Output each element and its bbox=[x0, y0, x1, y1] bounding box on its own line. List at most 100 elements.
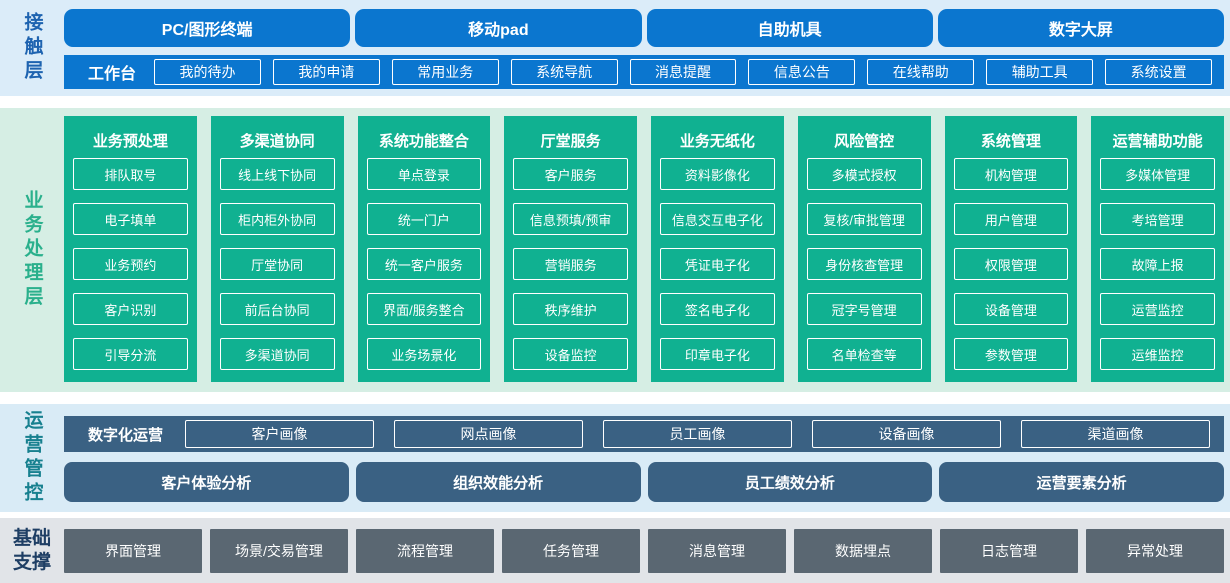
module-item: 单点登录 bbox=[366, 158, 482, 190]
module-column-title: 系统功能整合 bbox=[378, 133, 469, 150]
module-item: 设备监控 bbox=[513, 338, 628, 370]
module-item: 秩序维护 bbox=[513, 293, 628, 325]
foundation-item: 任务管理 bbox=[502, 528, 640, 573]
module-column: 业务预处理 排队取号电子填单业务预约客户识别引导分流 bbox=[64, 116, 197, 382]
workbench-bar: 工作台 我的待办我的申请常用业务系统导航消息提醒信息公告在线帮助辅助工具系统设置 bbox=[64, 55, 1224, 89]
channel-button: 移动pad bbox=[355, 9, 642, 47]
operations-layer-content: 数字化运营 客户画像网点画像员工画像设备画像渠道画像 客户体验分析组织效能分析员… bbox=[64, 404, 1230, 512]
module-items: 资料影像化信息交互电子化凭证电子化签名电子化印章电子化 bbox=[660, 158, 775, 370]
module-item: 多模式授权 bbox=[806, 158, 922, 190]
module-column-title: 厅堂服务 bbox=[540, 133, 601, 150]
module-item: 业务预约 bbox=[73, 248, 188, 280]
foundation-items: 界面管理场景/交易管理流程管理任务管理消息管理数据埋点日志管理异常处理 bbox=[64, 518, 1230, 583]
module-column: 风险管控 多模式授权复核/审批管理身份核查管理冠字号管理名单检查等 bbox=[797, 116, 931, 382]
workbench-item: 信息公告 bbox=[748, 59, 856, 85]
section-business-layer: 业务处理层 业务预处理 排队取号电子填单业务预约客户识别引导分流 多渠道协同 线… bbox=[0, 108, 1230, 392]
module-item: 复核/审批管理 bbox=[806, 203, 922, 235]
module-items: 线上线下协同柜内柜外协同厅堂协同前后台协同多渠道协同 bbox=[219, 158, 335, 370]
module-item: 运营监控 bbox=[1100, 293, 1215, 325]
business-layer-label: 业务处理层 bbox=[21, 190, 43, 310]
portrait-item: 设备画像 bbox=[812, 420, 1002, 448]
analysis-button: 员工绩效分析 bbox=[647, 462, 933, 502]
portrait-item: 渠道画像 bbox=[1021, 420, 1211, 448]
analysis-row: 客户体验分析组织效能分析员工绩效分析运营要素分析 bbox=[64, 462, 1224, 502]
workbench-item: 常用业务 bbox=[391, 59, 499, 85]
section-divider bbox=[0, 392, 1230, 404]
module-item: 信息交互电子化 bbox=[660, 203, 775, 235]
module-item: 参数管理 bbox=[953, 338, 1069, 370]
module-item: 排队取号 bbox=[73, 158, 188, 190]
section-divider bbox=[0, 96, 1230, 108]
module-item: 设备管理 bbox=[953, 293, 1069, 325]
module-item: 线上线下协同 bbox=[219, 158, 335, 190]
module-item: 冠字号管理 bbox=[806, 293, 922, 325]
module-items: 排队取号电子填单业务预约客户识别引导分流 bbox=[73, 158, 188, 370]
contact-layer-label: 接触层 bbox=[21, 12, 43, 84]
module-item: 柜内柜外协同 bbox=[219, 203, 335, 235]
module-column: 业务无纸化 资料影像化信息交互电子化凭证电子化签名电子化印章电子化 bbox=[651, 116, 784, 382]
workbench-item: 我的申请 bbox=[272, 59, 380, 85]
workbench-item: 在线帮助 bbox=[867, 59, 975, 85]
module-column-title: 业务预处理 bbox=[92, 133, 168, 150]
module-item: 考培管理 bbox=[1100, 203, 1215, 235]
operations-layer-label: 运营管控 bbox=[21, 410, 43, 506]
analysis-button: 客户体验分析 bbox=[64, 462, 349, 502]
channel-button: 数字大屏 bbox=[937, 9, 1224, 47]
foundation-item: 流程管理 bbox=[356, 528, 494, 573]
module-item: 用户管理 bbox=[953, 203, 1069, 235]
operations-layer-rail: 运营管控 bbox=[0, 404, 64, 512]
module-column: 系统功能整合 单点登录统一门户统一客户服务界面/服务整合业务场景化 bbox=[357, 116, 491, 382]
module-item: 前后台协同 bbox=[219, 293, 335, 325]
module-item: 界面/服务整合 bbox=[366, 293, 482, 325]
module-item: 统一门户 bbox=[366, 203, 482, 235]
analysis-button: 运营要素分析 bbox=[939, 462, 1224, 502]
module-item: 权限管理 bbox=[953, 248, 1069, 280]
module-column-title: 业务无纸化 bbox=[679, 133, 755, 150]
module-item: 凭证电子化 bbox=[660, 248, 775, 280]
digital-ops-bar: 数字化运营 客户画像网点画像员工画像设备画像渠道画像 bbox=[64, 416, 1224, 452]
module-column-title: 多渠道协同 bbox=[239, 133, 315, 150]
business-columns: 业务预处理 排队取号电子填单业务预约客户识别引导分流 多渠道协同 线上线下协同柜… bbox=[64, 108, 1230, 392]
module-item: 签名电子化 bbox=[660, 293, 775, 325]
workbench-item: 我的待办 bbox=[154, 59, 261, 85]
channel-button: PC/图形终端 bbox=[64, 9, 351, 47]
module-item: 身份核查管理 bbox=[806, 248, 922, 280]
workbench-item: 消息提醒 bbox=[629, 59, 737, 85]
module-item: 统一客户服务 bbox=[366, 248, 482, 280]
module-items: 客户服务信息预填/预审营销服务秩序维护设备监控 bbox=[513, 158, 628, 370]
analysis-button: 组织效能分析 bbox=[355, 462, 641, 502]
module-item: 名单检查等 bbox=[806, 338, 922, 370]
module-item: 引导分流 bbox=[73, 338, 188, 370]
module-item: 多媒体管理 bbox=[1100, 158, 1215, 190]
digital-ops-label: 数字化运营 bbox=[88, 426, 164, 444]
module-item: 印章电子化 bbox=[660, 338, 775, 370]
module-item: 机构管理 bbox=[953, 158, 1069, 190]
module-item: 多渠道协同 bbox=[219, 338, 335, 370]
portrait-item: 网点画像 bbox=[394, 420, 584, 448]
module-item: 厅堂协同 bbox=[219, 248, 335, 280]
module-column: 运营辅助功能 多媒体管理考培管理故障上报运营监控运维监控 bbox=[1091, 116, 1224, 382]
foundation-item: 场景/交易管理 bbox=[210, 528, 348, 573]
module-item: 资料影像化 bbox=[660, 158, 775, 190]
module-item: 营销服务 bbox=[513, 248, 628, 280]
module-column-title: 风险管控 bbox=[834, 133, 895, 150]
foundation-item: 消息管理 bbox=[648, 528, 786, 573]
portrait-item: 客户画像 bbox=[185, 420, 375, 448]
portrait-item: 员工画像 bbox=[603, 420, 793, 448]
module-item: 故障上报 bbox=[1100, 248, 1215, 280]
section-operations-layer: 运营管控 数字化运营 客户画像网点画像员工画像设备画像渠道画像 客户体验分析组织… bbox=[0, 404, 1230, 512]
workbench-items: 我的待办我的申请常用业务系统导航消息提醒信息公告在线帮助辅助工具系统设置 bbox=[154, 59, 1213, 85]
module-item: 信息预填/预审 bbox=[513, 203, 628, 235]
portrait-items: 客户画像网点画像员工画像设备画像渠道画像 bbox=[185, 420, 1211, 448]
module-items: 机构管理用户管理权限管理设备管理参数管理 bbox=[953, 158, 1069, 370]
foundation-item: 日志管理 bbox=[940, 528, 1078, 573]
module-column: 系统管理 机构管理用户管理权限管理设备管理参数管理 bbox=[944, 116, 1078, 382]
workbench-label: 工作台 bbox=[88, 66, 137, 83]
module-item: 业务场景化 bbox=[366, 338, 482, 370]
module-item: 客户识别 bbox=[73, 293, 188, 325]
workbench-item: 系统导航 bbox=[510, 59, 618, 85]
foundation-item: 异常处理 bbox=[1086, 528, 1224, 573]
